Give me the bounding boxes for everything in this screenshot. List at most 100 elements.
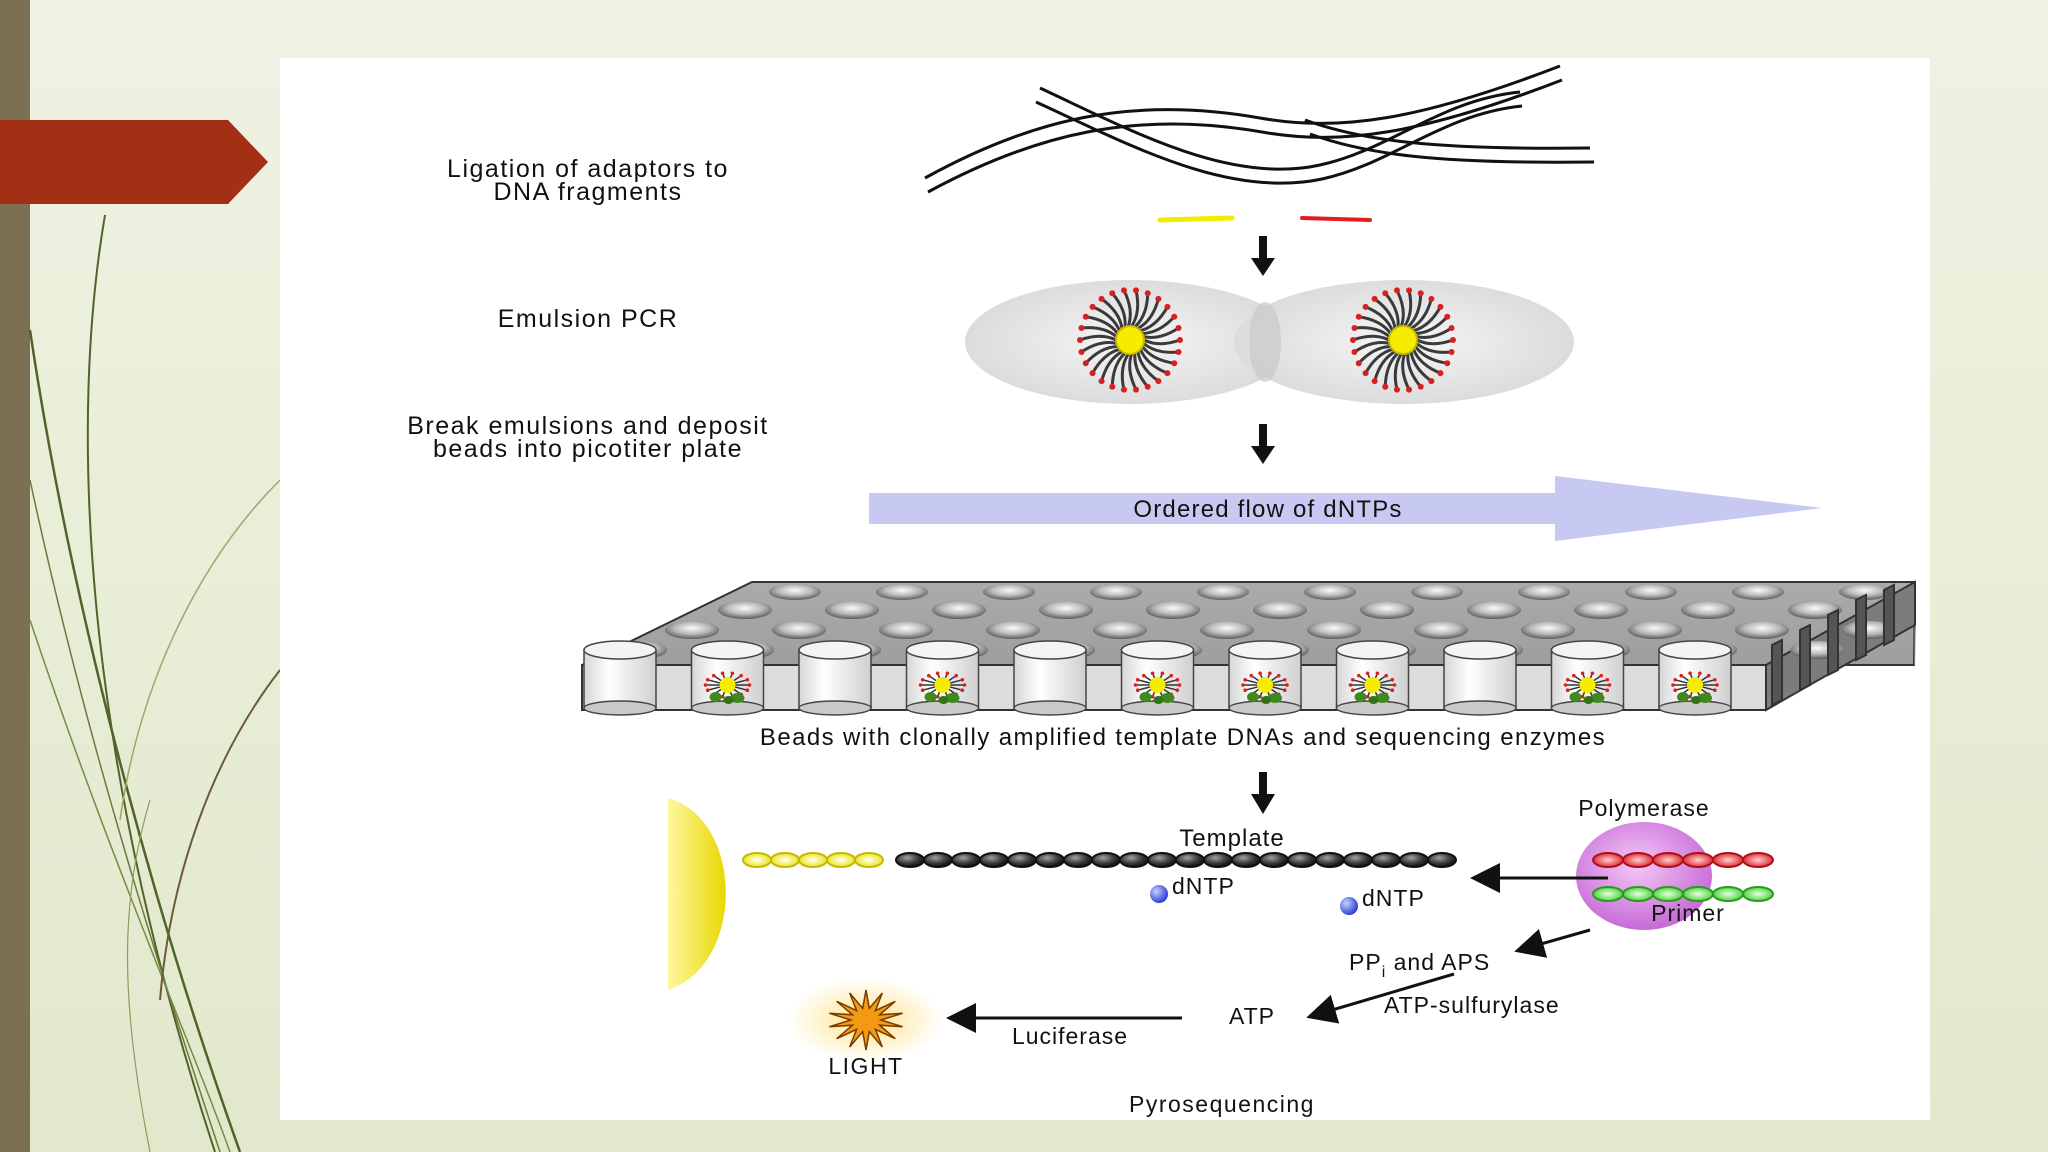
chain-bead [895,852,925,868]
adaptor-yellow [1157,215,1235,223]
plate-well [1307,621,1361,639]
plate-well [1414,621,1468,639]
dna-fragments-graphic [924,64,1595,194]
deco-stroke [126,799,151,1152]
step-break-line1: Break emulsions and deposit [407,412,769,440]
plate-well [1197,584,1249,600]
chain-bead [1007,852,1037,868]
chain-bead [1203,852,1233,868]
plate-well [1093,621,1147,639]
chain-bead [1035,852,1065,868]
plate-well [1253,601,1307,619]
plate-well [983,584,1035,600]
well-bead [1563,671,1612,704]
step-ligation-line2: DNA fragments [493,178,682,206]
chain-bead [1287,852,1317,868]
chain-bead [1427,852,1457,868]
chain-bead [1231,852,1261,868]
plate-well [1735,621,1789,639]
label-template: Template [1179,825,1284,852]
chain-bead [1259,852,1289,868]
chain-bead [1652,886,1684,902]
sulfurylase-arrow [1306,972,1455,1024]
plate-well [986,621,1040,639]
chain-bead [1622,852,1654,868]
plate-well [769,584,821,600]
deco-stroke [119,479,281,821]
chain-bead [1371,852,1401,868]
label-polymerase: Polymerase [1578,795,1709,821]
plate-well [1681,601,1735,619]
plate-well [1360,601,1414,619]
polymerase-enzyme [1576,822,1712,930]
label-luciferase: Luciferase [1012,1023,1128,1049]
down-arrow-icon [1251,236,1275,276]
plate-well [879,621,933,639]
label-dntp-1: dNTP [1172,873,1235,899]
well-bead [1133,671,1182,704]
plate-well [1304,584,1356,600]
chain-bead [979,852,1009,868]
well-bead [1671,671,1719,704]
plate-well [1090,584,1142,600]
chain-bead [854,852,884,868]
chain-bead [1399,852,1429,868]
primer-chain-red [1592,852,1774,868]
well-bead [918,671,967,704]
well-bead [703,671,752,704]
template-chain [895,852,1457,868]
flow-arrow-label: Ordered flow of dNTPs [1133,496,1402,523]
chain-bead [1315,852,1345,868]
chain-bead [1147,852,1177,868]
label-ppi-aps: PPi and APS [1349,949,1490,981]
plate-well [825,601,879,619]
adaptor-chain-yellow [742,852,884,868]
plate-well [1200,621,1254,639]
plate-well [772,621,826,639]
plate-well [1146,601,1200,619]
primer-chain-green [1592,886,1774,902]
adaptor-red [1300,216,1372,222]
plate-well [1518,584,1570,600]
chain-bead [1742,852,1774,868]
bead-with-dna-strands [1350,287,1456,393]
deco-stroke [29,619,231,1152]
chain-bead [1343,852,1373,868]
label-atp-sulfurylase: ATP-sulfurylase [1384,992,1560,1018]
chain-bead [1712,852,1744,868]
chain-bead [1592,852,1624,868]
plate-well [1574,601,1628,619]
dntp-molecule-icon [1150,885,1168,903]
down-arrow-icon [1251,772,1275,814]
chain-bead [1652,852,1684,868]
plate-well [1732,584,1784,600]
bead-with-dna-strands [1077,287,1183,393]
step-break-line2: beads into picotiter plate [433,435,743,463]
plate-well [876,584,928,600]
plate-well [932,601,986,619]
label-pyrosequencing: Pyrosequencing [1129,1091,1315,1117]
chain-bead [1175,852,1205,868]
chain-bead [1592,886,1624,902]
plate-well [1628,621,1682,639]
beads-caption: Beads with clonally amplified template D… [760,724,1606,751]
chain-bead [798,852,828,868]
chain-bead [1091,852,1121,868]
chain-bead [951,852,981,868]
plate-well [1467,601,1521,619]
down-arrow-icon [1251,424,1275,464]
chain-bead [1622,886,1654,902]
well-bead [1348,671,1397,704]
chain-bead [923,852,953,868]
label-dntp-2: dNTP [1362,885,1425,911]
chain-bead [1119,852,1149,868]
deco-stroke [28,329,242,1152]
flow-arrow [869,476,1822,541]
step-ligation-line1: Ligation of adaptors to [447,155,729,183]
plate-well [1411,584,1463,600]
plate-well [1839,584,1891,600]
chain-bead [1063,852,1093,868]
dntp-molecule-icon [1340,897,1358,915]
